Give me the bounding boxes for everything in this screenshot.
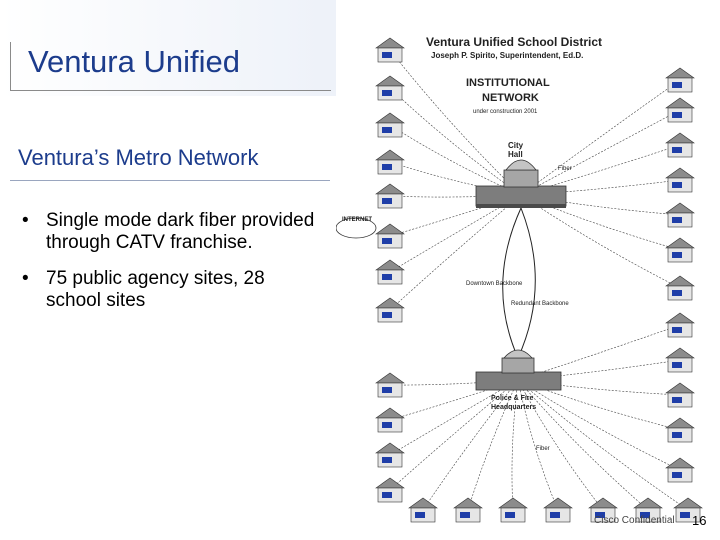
diagram-title: Ventura Unified School District (426, 35, 602, 49)
school-site-icon (453, 497, 483, 523)
school-site-icon (665, 382, 695, 408)
school-site-icon (665, 237, 695, 263)
school-site-icon (375, 372, 405, 398)
fiber-link (517, 379, 559, 511)
school-site-icon (375, 183, 405, 209)
school-site-icon (408, 497, 438, 523)
city-hall-label-line2: Hall (508, 150, 523, 159)
school-site-icon (375, 442, 405, 468)
slide-title: Ventura Unified (28, 44, 240, 79)
school-site-icon (543, 497, 573, 523)
school-site-icon (375, 37, 405, 63)
school-site-icon (588, 497, 618, 523)
fiber-link (389, 379, 519, 491)
fiber-link (520, 109, 681, 196)
downtown-backbone-label: Downtown Backbone (466, 281, 523, 287)
fiber-link (517, 379, 649, 511)
slide-subtitle: Ventura’s Metro Network (18, 145, 259, 170)
police-fire-building (475, 349, 562, 391)
internet-label: INTERNET (342, 217, 372, 223)
school-site-icon (665, 97, 695, 123)
school-site-icon (665, 167, 695, 193)
fiber-link (517, 379, 604, 511)
network-title-line3: under construction 2001 (473, 109, 538, 115)
fiber-link (389, 194, 522, 237)
school-site-icon (665, 417, 695, 443)
school-sites (375, 37, 703, 523)
redundant-backbone-label: Redundant Backbone (511, 301, 569, 307)
school-site-icon (375, 149, 405, 175)
subtitle-rule (10, 180, 330, 181)
fiber-link (389, 194, 522, 311)
fiber-label: Fiber (536, 446, 550, 452)
fiber-link (517, 379, 689, 511)
school-site-icon (498, 497, 528, 523)
fiber-link (389, 49, 522, 196)
bullet-text: 75 public agency sites, 28 school sites (46, 268, 265, 311)
title-frame (10, 42, 331, 91)
school-site-icon (375, 223, 405, 249)
fiber-label: Fiber (558, 166, 572, 172)
fiber-link (520, 179, 681, 196)
school-site-icon (633, 497, 663, 523)
school-site-icon (665, 202, 695, 228)
school-site-icon (375, 112, 405, 138)
fiber-link (520, 79, 681, 196)
bullet-list: • Single mode dark fiber provided throug… (22, 210, 322, 326)
fiber-link (511, 379, 519, 511)
school-site-icon (375, 259, 405, 285)
school-site-icon (375, 477, 405, 503)
network-title-line2: NETWORK (482, 92, 539, 104)
bullet-dot: • (22, 210, 29, 231)
school-site-icon (665, 132, 695, 158)
school-site-icon (375, 297, 405, 323)
fiber-link (517, 379, 681, 471)
network-title-line1: INSTITUTIONAL (466, 77, 550, 89)
backbone-link (517, 207, 536, 359)
school-site-icon (375, 407, 405, 433)
police-fire-label-line2: Headquarters (491, 404, 536, 411)
city-hall-building (475, 159, 567, 208)
school-site-icon (665, 275, 695, 301)
school-site-icon (673, 497, 703, 523)
school-site-icon (665, 67, 695, 93)
bullet-dot: • (22, 268, 29, 289)
police-fire-label-line1: Police & Fire (491, 395, 534, 402)
school-site-icon (665, 312, 695, 338)
footer-confidential: Cisco Confidential (594, 515, 675, 526)
school-site-icon (375, 75, 405, 101)
city-hall-label-line1: City (508, 141, 524, 150)
page-number: 16 (692, 513, 707, 528)
diagram-superintendent: Joseph P. Spirito, Superintendent, Ed.D. (431, 51, 583, 60)
school-site-icon (665, 457, 695, 483)
backbone-link (502, 207, 522, 359)
network-diagram: Ventura Unified School District Joseph P… (336, 0, 720, 540)
bullet-item: • Single mode dark fiber provided throug… (22, 210, 322, 254)
bullet-text: Single mode dark fiber provided through … (46, 210, 315, 253)
internet-cloud (336, 217, 377, 239)
bullet-item: • 75 public agency sites, 28 school site… (22, 268, 322, 312)
school-site-icon (665, 347, 695, 373)
